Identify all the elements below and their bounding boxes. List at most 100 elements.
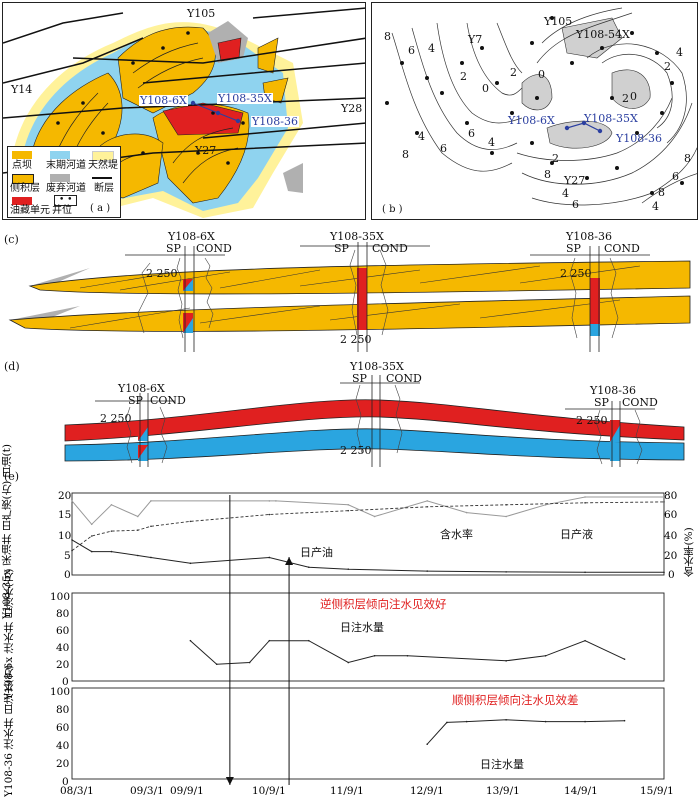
- series-water-cut: [71, 501, 665, 551]
- panel-c-cross-section: (c) Y108-6X SP COND 2 250 Y108-35X SP CO: [0, 228, 700, 353]
- x-tick: 15/9/1: [640, 785, 674, 797]
- y-tick: 10: [58, 530, 72, 542]
- legend-abandoned-channel: 废弃河道: [46, 183, 86, 194]
- series-water-cut-point: [90, 535, 93, 537]
- arrow-head: [225, 777, 234, 785]
- y-tick: 20: [56, 659, 70, 671]
- well-label-y108-36: Y108-36: [616, 132, 662, 145]
- contour-label: 8: [384, 30, 391, 43]
- y-tick: 0: [64, 569, 71, 581]
- x-tick: 08/3/1: [60, 785, 94, 797]
- well-label-y108-54x: Y108-54X: [576, 28, 630, 41]
- series-liquid-point: [584, 496, 586, 498]
- depth-label: 2 250: [340, 444, 372, 457]
- series-injection-36-point: [505, 719, 507, 721]
- well-name: Y108-6X: [168, 230, 215, 243]
- series-injection-6x-point: [308, 639, 310, 642]
- panel-d-cross-section: (d) Y108-6X SP COND 2 250 Y108-35X SP CO…: [0, 355, 700, 467]
- y-tick-right: 0: [668, 569, 675, 581]
- cond-label: COND: [196, 242, 232, 255]
- annotation-liquid: 日产液: [560, 528, 593, 541]
- annotation-water-cut: 含水率: [440, 528, 473, 541]
- series-oil-point: [308, 566, 310, 568]
- x-tick: 13/9/1: [486, 785, 520, 797]
- series-injection-6x-point: [373, 655, 376, 657]
- y-tick-right: 80: [664, 490, 678, 502]
- series-water-cut-point: [505, 504, 507, 506]
- series-water-cut-point: [268, 513, 271, 516]
- y-tick: 15: [58, 509, 72, 521]
- contour-label: 2: [460, 70, 467, 83]
- sp-label: SP: [128, 394, 143, 407]
- series-injection-6x: [190, 640, 625, 665]
- series-oil-point: [505, 571, 507, 573]
- annotation-injection: 日注水量: [480, 758, 524, 771]
- sp-label: SP: [334, 242, 349, 255]
- contour-label: 2: [552, 152, 559, 165]
- y-tick: 60: [56, 625, 70, 637]
- series-injection-36-point: [544, 720, 547, 723]
- contour-label: 2: [664, 60, 671, 73]
- series-liquid-point: [110, 504, 113, 506]
- y-tick: 40: [56, 740, 70, 752]
- series-injection-36-point: [623, 719, 626, 722]
- series-water-cut-point: [136, 529, 139, 531]
- sp-label: SP: [352, 372, 367, 385]
- depth-label: 2 250: [560, 267, 592, 280]
- legend-point-bar: 点坝: [12, 160, 32, 171]
- section-c-svg: [8, 242, 691, 352]
- annotation-ineffective: 顺侧积层倾向注水见效差: [452, 693, 579, 707]
- contour-label: 8: [658, 186, 665, 199]
- series-liquid-point: [90, 523, 93, 526]
- x-tick: 14/9/1: [564, 785, 598, 797]
- series-injection-6x-point: [505, 660, 507, 662]
- series-injection-36: [426, 719, 625, 745]
- series-injection-6x-point: [268, 639, 271, 642]
- series-liquid-point: [505, 515, 507, 518]
- y-tick-right: 40: [664, 530, 678, 542]
- legend-lateral-accretion: 侧积层: [10, 183, 40, 194]
- series-oil-point: [136, 554, 139, 557]
- chart3-ylabel: Y108-36 注水井 日注水(方): [3, 664, 15, 797]
- well-label-y105: Y105: [187, 7, 216, 20]
- series-injection-36-point: [426, 743, 429, 745]
- legend-swatch-reservoir: [12, 197, 32, 205]
- well-label-y14: Y14: [11, 83, 33, 96]
- series-oil-point: [663, 571, 665, 574]
- contour-label: 6: [468, 127, 475, 140]
- series-liquid-point: [136, 515, 139, 518]
- chart1-ylabel-right: 含水率(%): [683, 527, 695, 577]
- well-label-y108-35x: Y108-35X: [584, 112, 638, 125]
- series-injection-6x-point: [189, 639, 192, 642]
- contour-label: 4: [652, 200, 659, 213]
- series-liquid-point: [71, 500, 73, 502]
- well-label-y27: Y27: [195, 144, 217, 157]
- series-oil-point: [426, 570, 429, 572]
- legend-swatch-lateral: [12, 174, 34, 184]
- series-water-cut-point: [110, 530, 113, 532]
- series-liquid-point: [268, 500, 271, 502]
- contour-label: 8: [402, 148, 409, 161]
- series-injection-6x-point: [406, 655, 409, 657]
- series-oil-point: [150, 556, 152, 559]
- contour-label: 8: [544, 168, 551, 181]
- series-liquid-point: [663, 496, 665, 498]
- series-injection-36-point: [584, 720, 586, 723]
- production-chart-svg: [71, 492, 665, 785]
- series-liquid-point: [465, 511, 468, 514]
- well-label-y7: Y7: [468, 33, 483, 46]
- sp-label: SP: [166, 242, 181, 255]
- series-oil-point: [584, 571, 586, 574]
- panel-c-tag: (c): [4, 233, 19, 246]
- legend-swatch-fault: [92, 177, 112, 179]
- legend-abandoned-channel-end: 末期河道: [46, 160, 86, 171]
- contour-label: 4: [418, 130, 425, 143]
- x-tick: 11/9/1: [330, 785, 364, 797]
- cond-label: COND: [386, 372, 422, 385]
- contour-label: 6: [672, 170, 679, 183]
- panel-b-tag: ( b ): [382, 204, 403, 215]
- well-label-y108-6x: Y108-6X: [508, 114, 555, 127]
- contour-label: 4: [562, 187, 569, 200]
- cond-label: COND: [622, 396, 658, 409]
- legend-reservoir-unit: 油藏单元: [10, 205, 50, 216]
